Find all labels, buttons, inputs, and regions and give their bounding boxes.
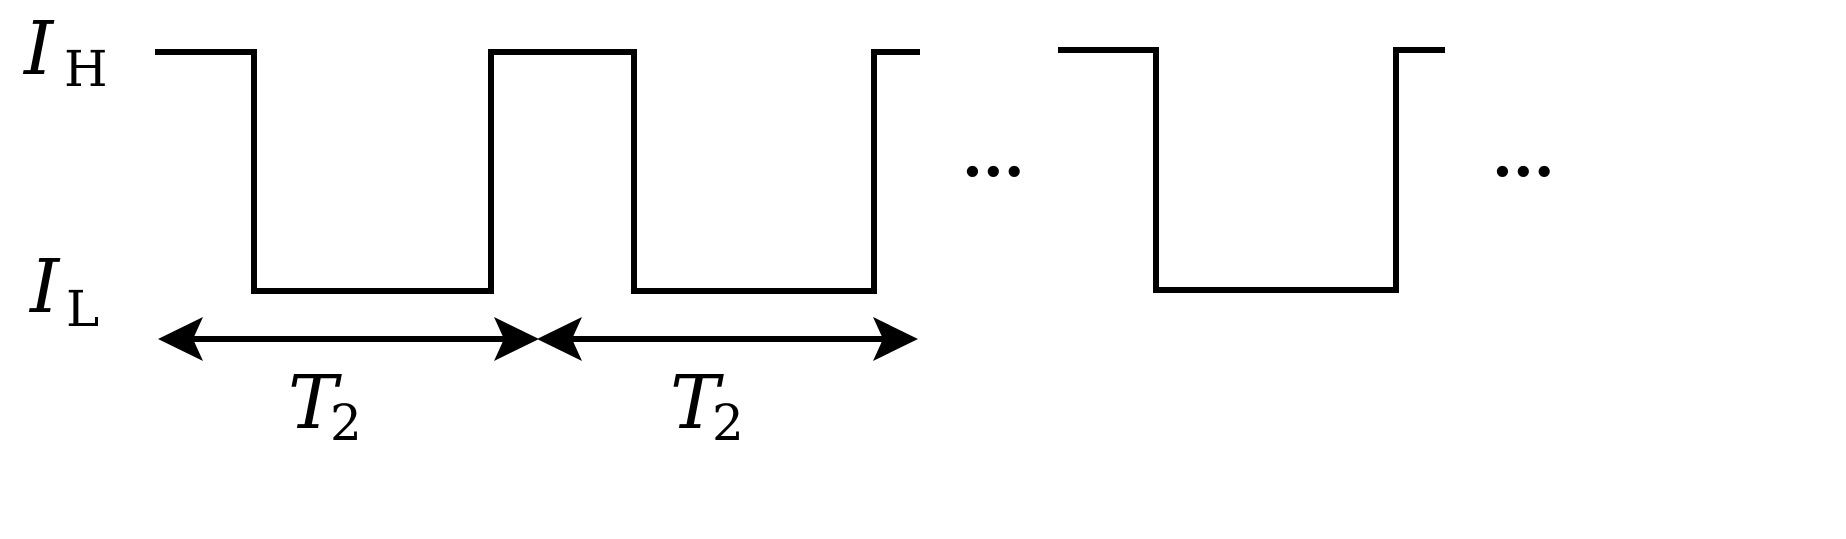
low-level-symbol: I xyxy=(28,244,61,330)
period-arrow-2 xyxy=(537,317,918,361)
period-arrow-1-right-head xyxy=(494,317,539,361)
low-level-subscript: L xyxy=(66,280,99,338)
period-2-symbol: T xyxy=(670,360,724,446)
low-level-label: I L xyxy=(28,244,99,338)
period-2-label: T 2 xyxy=(670,360,744,452)
high-level-label: I H xyxy=(22,6,108,98)
period-2-subscript: 2 xyxy=(712,394,744,452)
period-1-subscript: 2 xyxy=(330,394,362,452)
period-arrow-1-left-head xyxy=(158,317,203,361)
period-arrow-2-left-head xyxy=(537,317,582,361)
square-wave-segment-2 xyxy=(1058,47,1445,293)
high-level-subscript: H xyxy=(64,40,108,98)
period-arrow-2-right-head xyxy=(873,317,918,361)
continuation-ellipsis-1: ... xyxy=(962,121,1025,191)
period-1-label: T 2 xyxy=(288,360,362,452)
period-arrow-1 xyxy=(158,317,539,361)
square-wave-segment-1 xyxy=(155,49,920,294)
period-1-symbol: T xyxy=(288,360,342,446)
high-level-symbol: I xyxy=(22,6,55,92)
continuation-ellipsis-2: ... xyxy=(1492,121,1555,191)
